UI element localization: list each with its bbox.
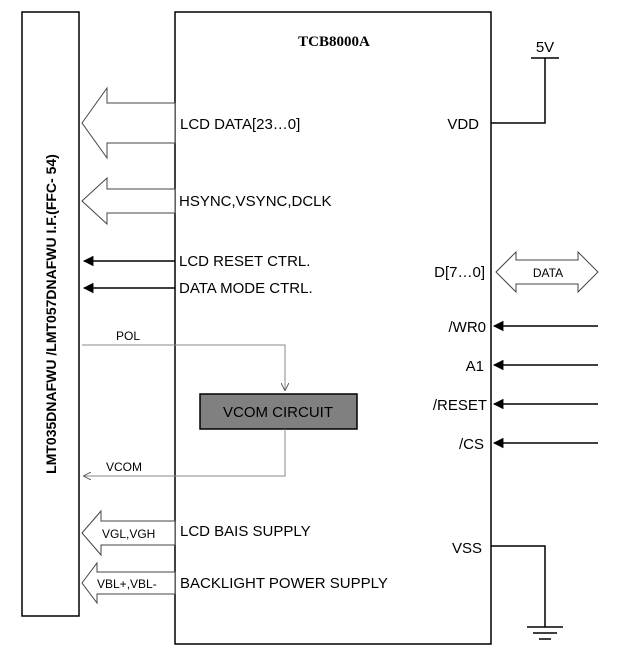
vcom-line bbox=[84, 429, 286, 476]
a1-label: A1 bbox=[466, 358, 484, 375]
vss-line bbox=[491, 545, 546, 627]
chip-box bbox=[174, 11, 492, 645]
vgl-vgh-arrow bbox=[81, 509, 176, 557]
chip-title: TCB8000A bbox=[298, 34, 370, 50]
data-mode-label: DATA MODE CTRL. bbox=[179, 280, 313, 297]
lcd-reset-label: LCD RESET CTRL. bbox=[179, 253, 310, 270]
pol-label: POL bbox=[116, 329, 140, 343]
wr0-label: /WR0 bbox=[449, 319, 487, 336]
lcd-bias-label: LCD BAIS SUPPLY bbox=[180, 523, 311, 540]
vcom-circuit-box bbox=[199, 393, 358, 430]
lcd-data-label: LCD DATA[23…0] bbox=[180, 116, 300, 133]
vdd-line bbox=[491, 58, 546, 124]
vgl-vgh-label: VGL,VGH bbox=[102, 527, 155, 541]
supply-voltage-label: 5V bbox=[536, 39, 554, 56]
sync-label: HSYNC,VSYNC,DCLK bbox=[179, 193, 332, 210]
lcd-data-arrow bbox=[81, 86, 176, 160]
vbl-label: VBL+,VBL- bbox=[97, 577, 157, 591]
vcom-label: VCOM bbox=[106, 460, 142, 474]
sync-arrow bbox=[81, 176, 176, 226]
reset-label: /RESET bbox=[433, 397, 487, 414]
connector-box bbox=[21, 11, 80, 617]
vbl-arrow bbox=[81, 561, 176, 605]
data-bus-label: D[7…0] bbox=[434, 264, 485, 281]
ground-icon bbox=[527, 626, 563, 640]
vss-label: VSS bbox=[452, 540, 482, 557]
backlight-label: BACKLIGHT POWER SUPPLY bbox=[180, 575, 388, 592]
vdd-label: VDD bbox=[447, 116, 479, 133]
data-bus-arrow-label: DATA bbox=[533, 266, 563, 280]
connector-label: LMT035DNAFWU /LMT057DNAFWU I.F.(FFC- 54) bbox=[43, 154, 59, 474]
cs-label: /CS bbox=[459, 436, 484, 453]
data-bus-arrow bbox=[495, 250, 599, 294]
pol-line bbox=[82, 344, 285, 390]
vcom-circuit-label: VCOM CIRCUIT bbox=[223, 404, 333, 421]
